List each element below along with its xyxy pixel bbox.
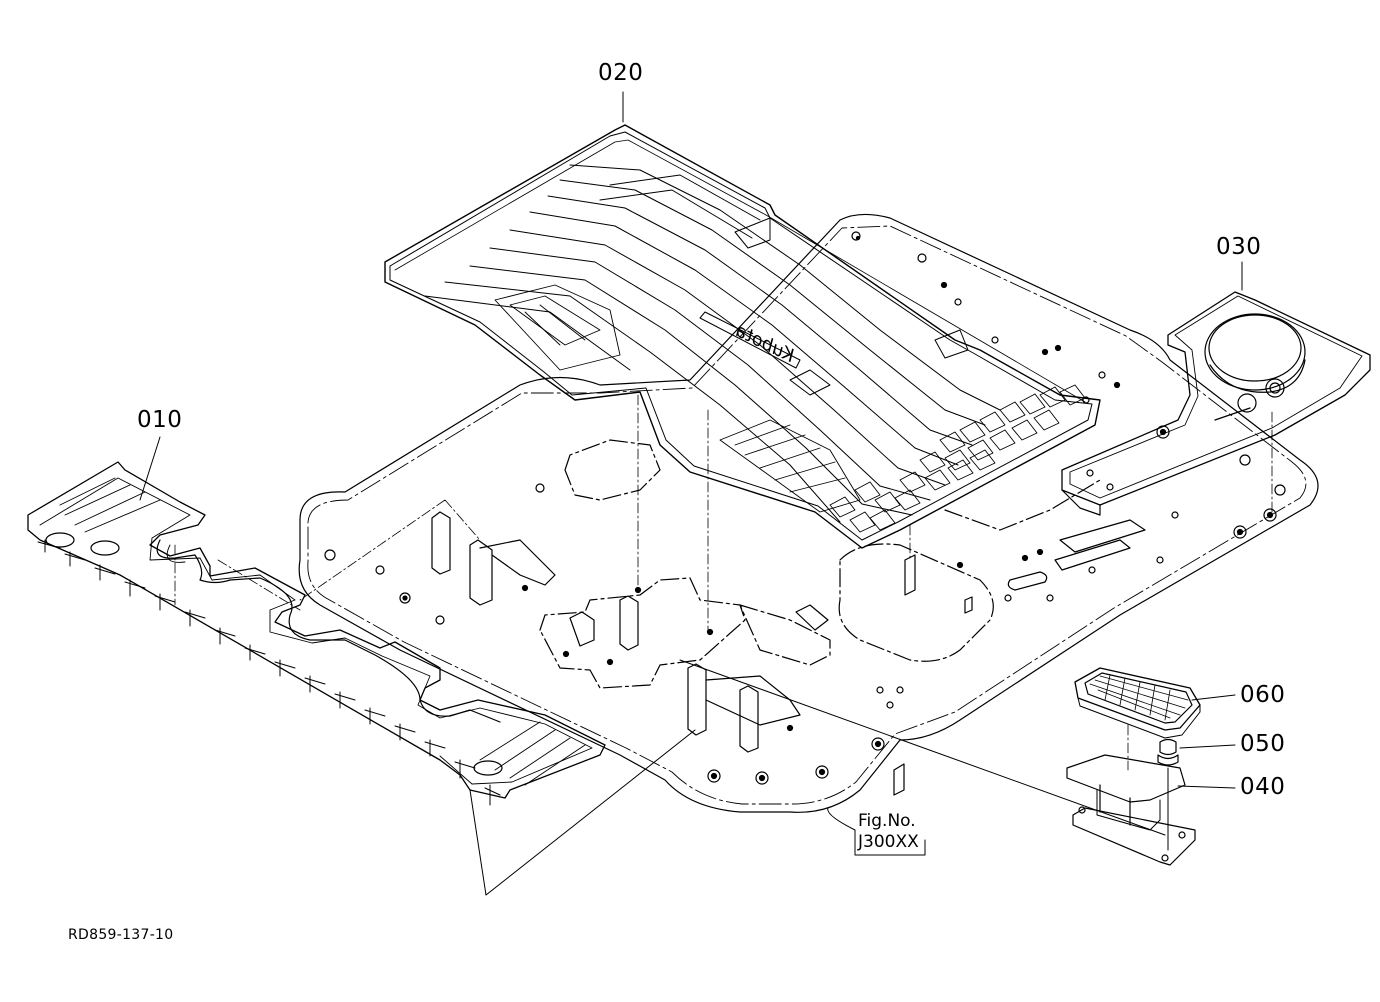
part-020-floor-mat: Kubota — [384, 124, 1101, 549]
bolt-leader-line — [679, 659, 1166, 836]
mat-tread-blocks — [829, 384, 1086, 533]
callout-020[interactable]: 020 — [598, 60, 644, 86]
drawing-code: RD859-137-10 — [68, 927, 174, 943]
figure-ref-line1: Fig.No. — [858, 811, 916, 831]
figure-ref-line2: J300XX — [858, 832, 919, 852]
part-030-cup-holder-plate — [1061, 291, 1371, 516]
callout-050[interactable]: 050 — [1240, 731, 1286, 757]
figure-reference[interactable]: Fig.No. J300XX — [858, 811, 919, 853]
callout-060[interactable]: 060 — [1240, 682, 1286, 708]
part-040-step-bracket — [1066, 754, 1196, 866]
part-060-step-pad — [1074, 667, 1201, 739]
mat-ribs — [424, 164, 1001, 523]
callout-030[interactable]: 030 — [1216, 234, 1262, 260]
assembly-lines — [174, 394, 1273, 771]
callout-010[interactable]: 010 — [137, 407, 183, 433]
mat-brand-plate — [699, 311, 801, 369]
trim-clips — [37, 539, 501, 806]
callout-040[interactable]: 040 — [1240, 774, 1286, 800]
part-050-bolt — [1157, 738, 1179, 851]
leader-lines — [139, 91, 1243, 896]
part-010-front-trim — [27, 461, 606, 806]
mat-grid-pattern — [494, 284, 861, 513]
